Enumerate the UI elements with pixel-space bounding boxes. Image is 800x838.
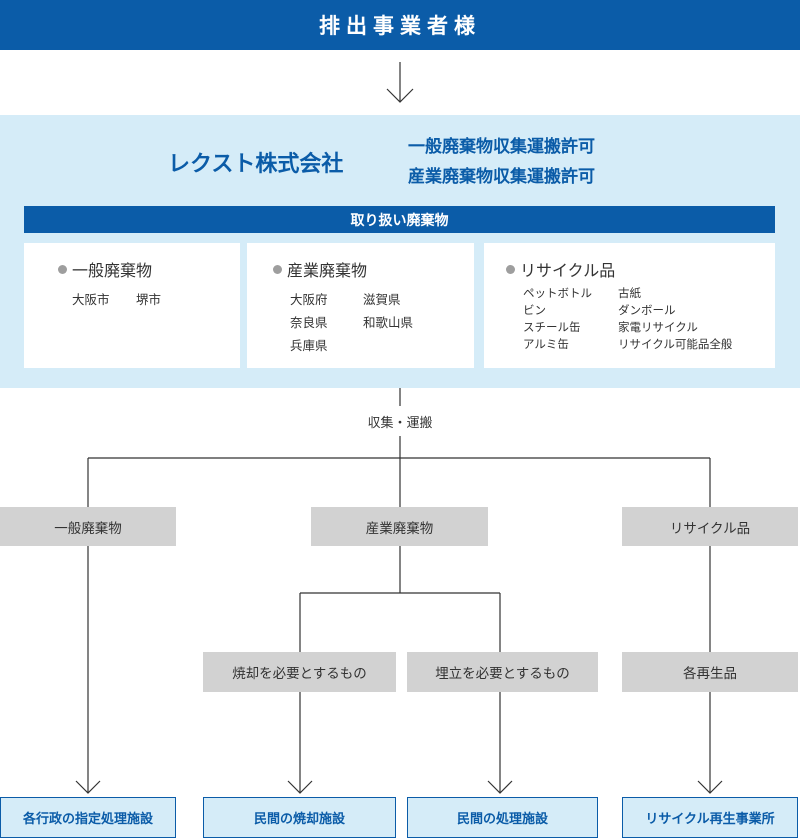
destination-municipal-facility: 各行政の指定処理施設 (0, 797, 176, 838)
recyclables-card: リサイクル品 ペットボトル 古紙 ビン ダンボール スチール缶 家電リサイクル … (484, 243, 775, 368)
general-area-item: 堺市 (136, 292, 162, 307)
destination-recycling-business: リサイクル再生事業所 (622, 797, 798, 838)
recyclable-item: ダンボール (618, 303, 676, 317)
industrial-area-item: 奈良県 (290, 315, 328, 330)
recyclable-item: 古紙 (618, 286, 641, 300)
general-waste-card: 一般廃棄物 大阪市 堺市 (24, 243, 240, 368)
category-general-waste: 一般廃棄物 (0, 507, 176, 546)
handled-waste-bar: 取り扱い廃棄物 (24, 206, 775, 233)
industrial-area-item: 大阪府 (290, 292, 328, 307)
general-arrow-head (75, 780, 101, 794)
recycle-arrow-head (697, 780, 723, 794)
bullet-icon (273, 264, 282, 274)
industrial-area-item: 和歌山県 (363, 315, 414, 330)
destination-private-treatment: 民間の処理施設 (407, 797, 598, 838)
industrial-area-item: 滋賀県 (363, 292, 401, 307)
subcategory-recycled-goods: 各再生品 (622, 652, 798, 692)
general-area-item: 大阪市 (72, 292, 110, 307)
recyclable-item: スチール缶 (523, 320, 581, 334)
industrial-waste-title: 産業廃棄物 (273, 257, 367, 281)
collection-transport-label: 収集・運搬 (367, 416, 433, 431)
recyclable-item: リサイクル可能品全般 (618, 337, 733, 351)
company-name: レクスト株式会社 (168, 152, 344, 177)
bullet-icon (506, 264, 515, 274)
industrial-area-item: 兵庫県 (290, 338, 328, 353)
discharger-header: 排出事業者様 (0, 0, 800, 50)
category-industrial-waste: 産業廃棄物 (311, 507, 488, 546)
incineration-arrow-head (287, 780, 313, 794)
permit-general: 一般廃棄物収集運搬許可 (408, 137, 595, 157)
permit-industrial: 産業廃棄物収集運搬許可 (408, 167, 595, 187)
bullet-icon (58, 264, 67, 274)
industrial-waste-card: 産業廃棄物 大阪府 滋賀県 奈良県 和歌山県 兵庫県 (247, 243, 474, 368)
category-recyclables: リサイクル品 (622, 507, 798, 546)
subcategory-incineration: 焼却を必要とするもの (203, 652, 396, 692)
destination-private-incinerator: 民間の焼却施設 (203, 797, 396, 838)
subcategory-landfill: 埋立を必要とするもの (407, 652, 598, 692)
recyclable-item: ビン (523, 303, 546, 317)
header-arrow-head (386, 88, 414, 103)
general-waste-title: 一般廃棄物 (58, 257, 152, 281)
recyclable-item: ペットボトル (523, 286, 592, 300)
landfill-arrow-head (487, 780, 513, 794)
recyclables-title: リサイクル品 (506, 257, 615, 281)
recyclable-item: アルミ缶 (523, 337, 569, 351)
recyclable-item: 家電リサイクル (618, 320, 698, 334)
